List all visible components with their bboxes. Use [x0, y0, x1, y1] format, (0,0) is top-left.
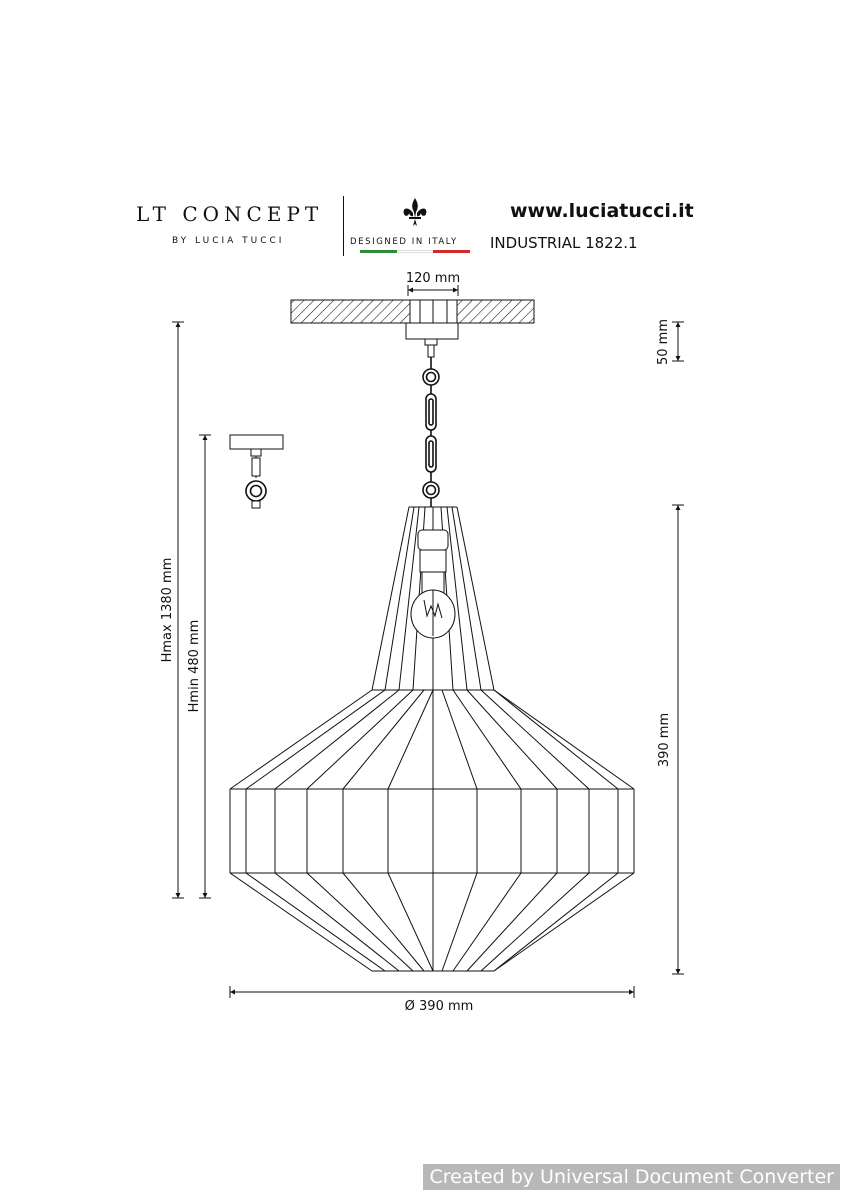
short-suspension-detail	[229, 434, 284, 509]
label-canopy-height: 50 mm	[656, 319, 671, 365]
flag-red	[433, 250, 471, 253]
label-shade-height: 390 mm	[657, 713, 672, 767]
italian-flag-stripe	[360, 250, 471, 253]
label-hmin: Hmin 480 mm	[187, 620, 202, 713]
flag-green	[360, 250, 397, 253]
model-name: INDUSTRIAL 1822.1	[490, 234, 638, 252]
website-link[interactable]: www.luciatucci.it	[510, 200, 694, 222]
brand-logo-subtitle: BY LUCIA TUCCI	[172, 236, 285, 246]
label-hmax: Hmax 1380 mm	[160, 558, 175, 663]
chain	[422, 357, 440, 507]
designed-in-italy-label: DESIGNED IN ITALY	[350, 237, 458, 247]
lamp-shade	[229, 506, 635, 972]
label-canopy-width: 120 mm	[406, 271, 460, 286]
brand-logo-title: LT CONCEPT	[136, 202, 324, 226]
flag-white	[396, 250, 434, 253]
watermark-banner: Created by Universal Document Converter	[423, 1164, 840, 1190]
canopy	[405, 322, 459, 340]
bulb-and-socket	[410, 529, 456, 639]
label-diameter: Ø 390 mm	[405, 999, 474, 1014]
fleur-de-lis-icon	[403, 198, 427, 226]
brand-divider	[343, 196, 344, 256]
